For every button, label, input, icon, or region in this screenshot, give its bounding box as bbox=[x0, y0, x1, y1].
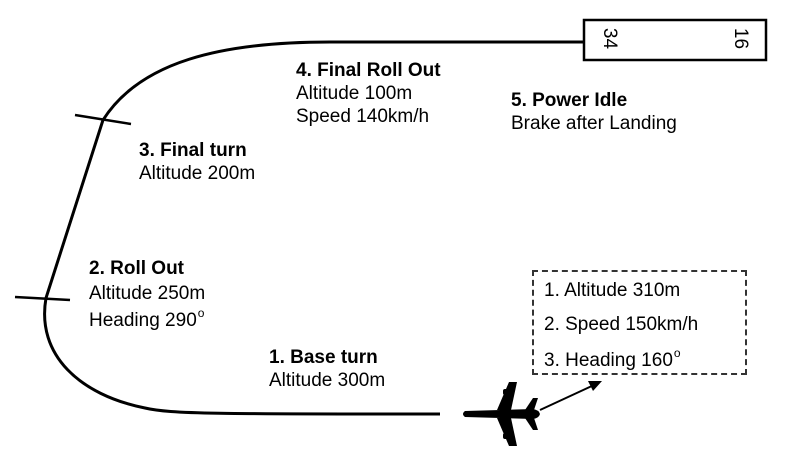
roll-out-altitude: Altitude 250m bbox=[89, 282, 206, 304]
runway bbox=[582, 18, 768, 62]
step-final-roll-out: 4. Final Roll Out Altitude 100m Speed 14… bbox=[296, 60, 441, 128]
flight-path bbox=[43, 40, 584, 416]
degree-symbol: o bbox=[197, 306, 205, 321]
step-roll-out: 2. Roll Out Altitude 250m Heading 290o bbox=[89, 257, 205, 334]
final-turn-marker bbox=[74, 113, 132, 126]
initial-conditions-arrowhead bbox=[588, 381, 602, 391]
roll-out-heading: Heading 290o bbox=[89, 306, 205, 334]
initial-conditions-arrow bbox=[539, 384, 595, 411]
roll-out-marker bbox=[14, 295, 71, 302]
degree-symbol: o bbox=[673, 346, 681, 360]
final-turn-title: 3. Final turn bbox=[139, 140, 247, 161]
power-idle-instruction: Brake after Landing bbox=[511, 112, 677, 134]
airplane-icon bbox=[463, 382, 540, 446]
initial-heading-text: 3. Heading 160 bbox=[544, 350, 673, 371]
runway-end-34: 34 bbox=[599, 27, 621, 50]
final-turn-altitude: Altitude 200m bbox=[139, 162, 256, 184]
roll-out-heading-text: Heading 290 bbox=[89, 310, 197, 332]
final-roll-out-title: 4. Final Roll Out bbox=[296, 60, 441, 81]
power-idle-title: 5. Power Idle bbox=[511, 90, 628, 111]
initial-speed: 2. Speed 150km/h bbox=[544, 314, 699, 335]
final-roll-out-speed: Speed 140km/h bbox=[296, 105, 430, 127]
base-turn-altitude: Altitude 300m bbox=[269, 369, 386, 391]
roll-out-title: 2. Roll Out bbox=[89, 258, 184, 279]
initial-altitude: 1. Altitude 310m bbox=[544, 280, 681, 301]
step-power-idle: 5. Power Idle Brake after Landing bbox=[511, 90, 677, 136]
initial-heading: 3. Heading 160o bbox=[544, 346, 681, 372]
base-turn-title: 1. Base turn bbox=[269, 347, 378, 368]
step-final-turn: 3. Final turn Altitude 200m bbox=[139, 140, 255, 186]
initial-conditions-box: 1. Altitude 310m 2. Speed 150km/h 3. Hea… bbox=[532, 270, 747, 375]
runway-number-labels: 34 16 bbox=[584, 20, 766, 60]
step-base-turn: 1. Base turn Altitude 300m bbox=[269, 347, 385, 393]
final-roll-out-altitude: Altitude 100m bbox=[296, 82, 413, 104]
runway-end-16: 16 bbox=[730, 27, 752, 50]
